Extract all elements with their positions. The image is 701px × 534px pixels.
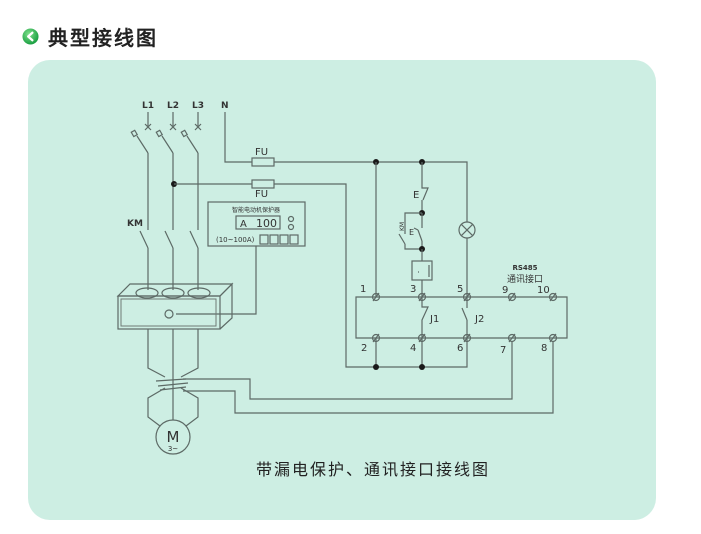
fuse-1 <box>251 157 275 167</box>
terminal-2: 2 <box>361 343 367 354</box>
circuit-breaker <box>130 112 202 154</box>
km-aux-label: KM <box>399 222 406 231</box>
km-aux-contact: KM <box>398 212 422 250</box>
protector-unit: A <box>240 219 247 230</box>
fuse-1-label: FU <box>255 147 268 158</box>
relay-j1: J1 <box>421 297 439 338</box>
terminal-5: 5 <box>457 284 463 295</box>
motor-sub: 3~ <box>168 445 178 453</box>
terminal-3: 3 <box>410 284 416 295</box>
neutral-label: N <box>221 101 229 111</box>
motor <box>155 419 191 455</box>
diagram-panel <box>28 60 656 520</box>
back-arrow-icon[interactable] <box>22 27 39 45</box>
rs485-label: RS485 <box>512 264 537 272</box>
terminal-10: 10 <box>537 285 550 296</box>
start-button: E <box>409 213 423 249</box>
section-header: 典型接线图 <box>22 22 158 50</box>
terminal-block <box>371 292 558 343</box>
relay-j2-label: J2 <box>474 314 484 325</box>
relay-j2: J2 <box>461 297 484 338</box>
current-transformer <box>116 282 234 330</box>
terminal-1: 1 <box>360 284 366 295</box>
protector-value: 100 <box>256 217 277 230</box>
rs485-subtitle: 通讯接口 <box>507 273 543 285</box>
indicator-lamp <box>458 221 476 239</box>
motor-protector: 智能电动机保护器 A 100 (10~100A) <box>207 201 306 247</box>
contactor-label: KM <box>127 219 143 229</box>
terminal-4: 4 <box>410 343 416 354</box>
fuse-2 <box>251 179 275 189</box>
contactor-km <box>139 230 199 290</box>
section-title: 典型接线图 <box>48 25 158 50</box>
fuse-2-label: FU <box>255 189 268 200</box>
protector-range: (10~100A) <box>216 236 255 244</box>
stop-label: E <box>413 190 419 201</box>
motor-feed <box>147 329 199 427</box>
motor-label: M <box>167 428 180 446</box>
phase-label-l1: L1 <box>142 101 154 111</box>
phase-label-l2: L2 <box>167 101 179 111</box>
terminal-8: 8 <box>541 343 547 354</box>
terminal-9: 9 <box>502 285 508 296</box>
diagram-caption: 带漏电保护、通讯接口接线图 <box>256 460 490 479</box>
relay-j1-label: J1 <box>429 314 439 325</box>
phase-label-l3: L3 <box>192 101 204 111</box>
terminal-6: 6 <box>457 343 463 354</box>
protector-title: 智能电动机保护器 <box>232 206 280 214</box>
terminal-7: 7 <box>500 345 506 356</box>
start-label: E <box>409 228 414 237</box>
stop-button: E <box>413 162 429 213</box>
